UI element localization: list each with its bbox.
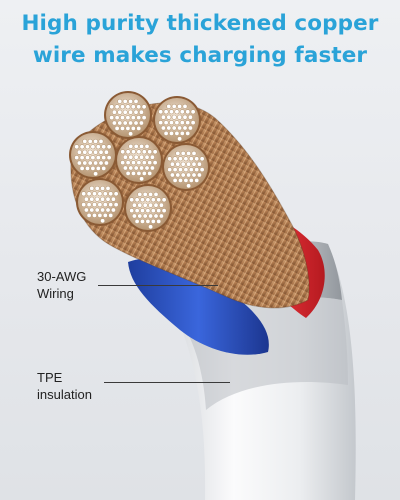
tpe-label-line-2: insulation	[37, 387, 92, 402]
headline-line-1: High purity thickened copper	[21, 11, 379, 36]
awg-wiring-label: 30-AWG Wiring	[37, 268, 86, 302]
headline: High purity thickened copper wire makes …	[0, 8, 400, 72]
headline-line-2: wire makes charging faster	[32, 43, 368, 68]
strand-end-face	[69, 131, 117, 179]
strand-end-face	[104, 91, 152, 139]
strand-end-face	[153, 96, 201, 144]
awg-label-line-1: 30-AWG	[37, 269, 87, 284]
tpe-insulation-label: TPE insulation	[37, 369, 92, 403]
strand-end-face	[76, 178, 124, 226]
strand-end-faces	[69, 91, 210, 232]
strand-end-face	[115, 136, 163, 184]
awg-label-line-2: Wiring	[37, 286, 74, 301]
tpe-label-line-1: TPE	[37, 370, 63, 385]
tpe-leader-line	[104, 382, 230, 383]
blue-core-wire	[128, 258, 269, 355]
strand-end-face	[124, 184, 172, 232]
strand-end-face	[162, 143, 210, 191]
awg-leader-line	[98, 285, 218, 286]
